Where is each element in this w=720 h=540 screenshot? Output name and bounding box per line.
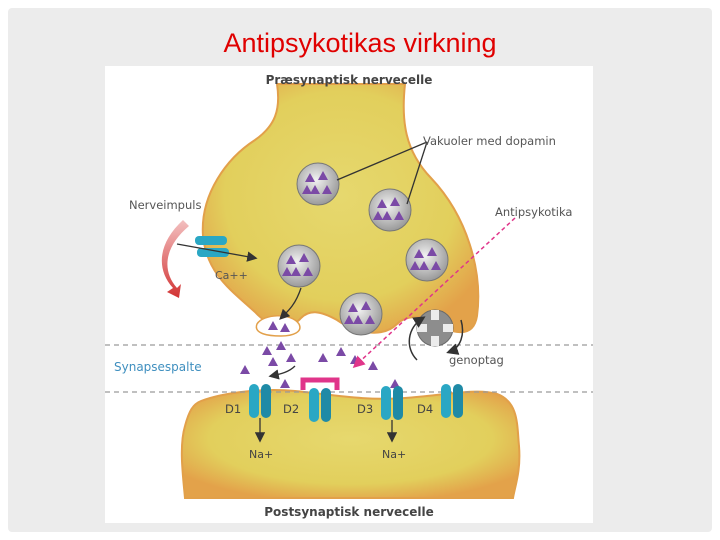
label-synaptic-cleft: Synapsespalte — [114, 360, 202, 374]
label-receptor-d4: D4 — [417, 402, 433, 416]
label-calcium: Ca++ — [215, 269, 248, 282]
vacuole — [405, 238, 449, 282]
calcium-channel — [195, 236, 229, 257]
nerve-impulse-arrow — [161, 220, 189, 298]
slide-title: Antipsykotikas virkning — [223, 28, 497, 58]
vacuole — [277, 244, 321, 288]
receptor-d2 — [309, 388, 331, 422]
label-receptor-d1: D1 — [225, 402, 241, 416]
label-vacuoles: Vakuoler med dopamin — [423, 134, 556, 148]
vacuole — [296, 162, 340, 206]
label-sodium-1: Na+ — [249, 448, 273, 461]
synapse-diagram-svg: Præsynaptisk nervecelle Vakuoler med dop… — [105, 73, 593, 519]
vacuole-pointer-1 — [336, 141, 428, 181]
antipsychotic-blocker — [300, 377, 340, 390]
label-postsynaptic: Postsynaptisk nervecelle — [264, 505, 433, 519]
vacuole-pointer-2 — [406, 141, 428, 205]
label-receptor-d2: D2 — [283, 402, 299, 416]
nerve-impulse-pointer — [176, 243, 258, 262]
receptor-d1 — [249, 384, 271, 418]
label-antipsychotic: Antipsykotika — [495, 205, 572, 219]
release-vesicle — [255, 315, 301, 337]
reuptake-arrow — [408, 316, 426, 361]
receptor-d4 — [441, 384, 463, 418]
label-nerve-impulse: Nerveimpuls — [129, 198, 201, 212]
vacuole — [339, 292, 383, 336]
reuptake-transporter — [416, 309, 454, 347]
calcium-pointer — [279, 287, 302, 320]
label-receptor-d3: D3 — [357, 402, 373, 416]
receptor-d3 — [381, 386, 403, 420]
reuptake-return-arrow — [446, 319, 464, 355]
dopamine-binding-arrow — [268, 365, 296, 380]
vacuole — [368, 188, 412, 232]
synapse-diagram: Præsynaptisk nervecelle Vakuoler med dop… — [105, 66, 593, 523]
antipsychotic-arrow — [352, 217, 516, 369]
label-reuptake: genoptag — [449, 353, 504, 367]
presynaptic-cell — [201, 83, 480, 334]
label-sodium-2: Na+ — [382, 448, 406, 461]
label-presynaptic: Præsynaptisk nervecelle — [266, 73, 433, 87]
